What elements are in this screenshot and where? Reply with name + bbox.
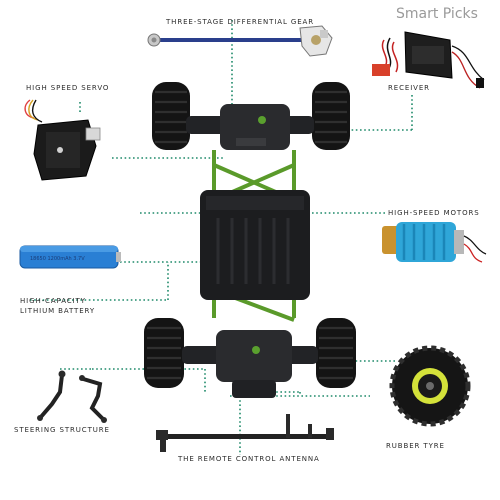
label-antenna: THE REMOTE CONTROL ANTENNA: [178, 455, 320, 463]
rubber-tyre-part: [389, 345, 471, 427]
rear-right-tire: [316, 318, 356, 388]
label-tyre: RUBBER TYRE: [386, 442, 445, 450]
servo-part: [24, 99, 101, 181]
rc-car: [144, 82, 356, 398]
receiver-part: [372, 31, 485, 89]
front-right-tire: [312, 82, 350, 150]
watermark: Smart Picks: [396, 6, 478, 22]
label-receiver: RECEIVER: [388, 84, 430, 92]
battery-part: 18650 1200mAh 3.7V: [19, 245, 121, 269]
label-battery-line2: LITHIUM BATTERY: [20, 307, 96, 315]
differential-gear-part: [147, 25, 333, 57]
label-servo: HIGH SPEED SERVO: [26, 84, 110, 92]
steering-part: [37, 370, 107, 423]
label-steering: STEERING STRUCTURE: [14, 426, 110, 434]
label-battery-line1: HIGH-CAPACITY: [20, 297, 86, 305]
antenna-part: [156, 414, 334, 452]
battery-print: 18650 1200mAh 3.7V: [30, 256, 85, 262]
front-left-tire: [152, 82, 190, 150]
motor-part: [382, 222, 487, 263]
label-motors: HIGH-SPEED MOTORS: [388, 209, 480, 217]
label-differential: THREE-STAGE DIFFERENTIAL GEAR: [166, 18, 314, 26]
rear-left-tire: [144, 318, 184, 388]
